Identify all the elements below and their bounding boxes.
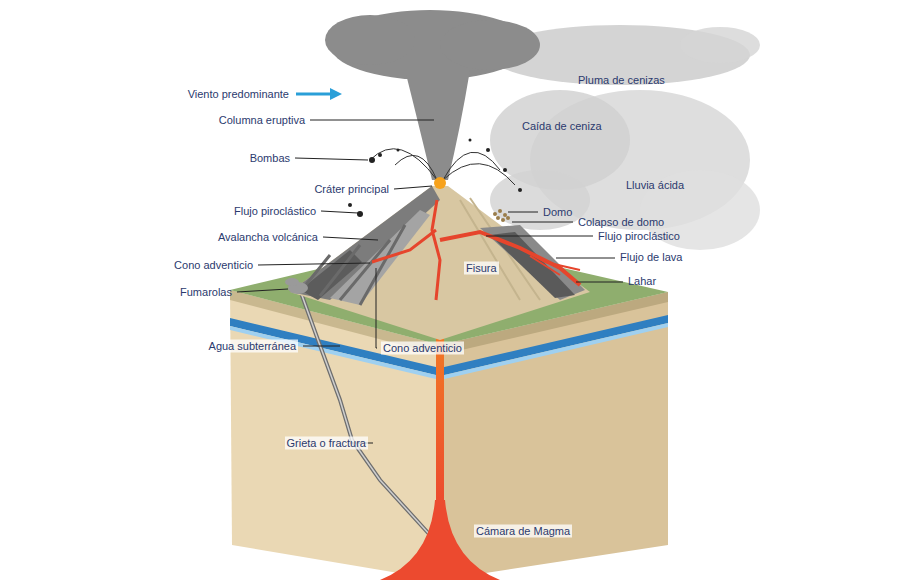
lava-branch	[525, 250, 580, 275]
part-label: Grieta o fractura	[285, 437, 368, 450]
dome	[493, 209, 510, 222]
main-crater	[434, 177, 446, 189]
part-label: Columna eruptiva	[219, 114, 305, 127]
part-label: Fumarolas	[180, 286, 232, 299]
part-label: Fisura	[464, 262, 499, 275]
fumaroles	[285, 278, 308, 294]
part-label: Domo	[543, 206, 572, 219]
part-label: Cono adventicio	[381, 342, 464, 355]
part-label: Caída de ceniza	[522, 120, 602, 133]
part-label: Pluma de cenizas	[578, 74, 665, 87]
part-label: Colapso de domo	[578, 216, 664, 229]
part-label: Lluvia ácida	[626, 179, 684, 192]
part-label: Cráter principal	[314, 183, 389, 196]
part-label: Bombas	[250, 152, 290, 165]
eruption-column	[325, 10, 540, 180]
volcano-cone	[290, 186, 590, 340]
part-label: Flujo de lava	[620, 251, 682, 264]
leader-lines	[237, 120, 623, 443]
fissure	[432, 200, 440, 300]
part-label: Viento predominante	[188, 88, 289, 101]
part-label: Lahar	[628, 275, 656, 288]
part-label: Cono adventicio	[174, 259, 253, 272]
part-label: Avalancha volcánica	[218, 231, 318, 244]
wind-arrow	[296, 88, 342, 100]
magma-chamber	[380, 500, 500, 580]
side-vent	[372, 230, 436, 262]
part-label: Agua subterránea	[207, 340, 298, 353]
part-label: Flujo piroclástico	[598, 230, 680, 243]
part-label: Flujo piroclástico	[234, 205, 316, 218]
part-label: Cámara de Magma	[474, 525, 572, 538]
